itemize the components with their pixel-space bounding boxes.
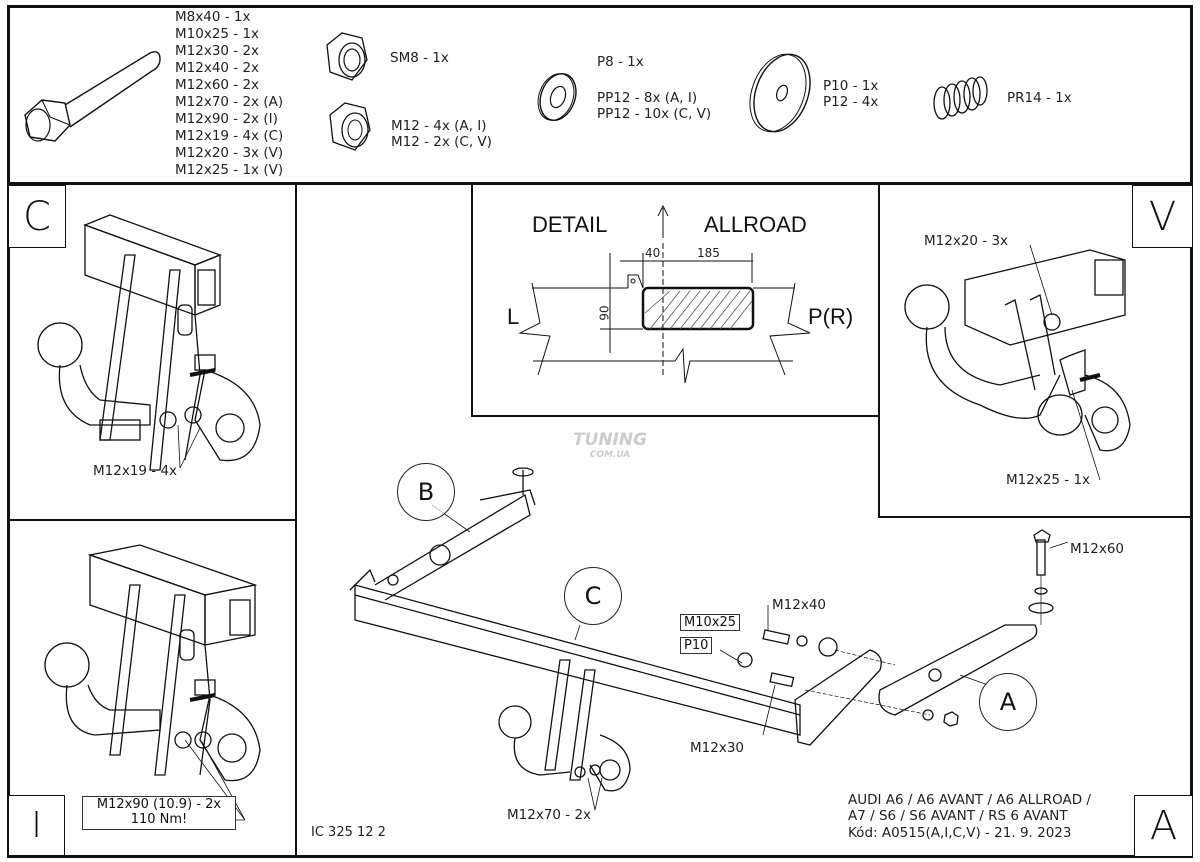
bolt-item: M12x25 - 1x (V) (175, 162, 284, 178)
towbar-i-illustration (44, 544, 261, 782)
washer-label-pp12-c: PP12 - 10x (C, V) (597, 106, 712, 122)
callout-m12x30: M12x30 (690, 740, 744, 756)
callout-m12x70: M12x70 - 2x (507, 807, 592, 823)
vehicle-line-2: A7 / S6 / S6 AVANT / RS 6 AVANT (848, 808, 1068, 824)
nut-label-1: M12 - 4x (A, I) (391, 118, 487, 134)
panel-a-letter: A (1134, 795, 1193, 857)
lock-nut-label: SM8 - 1x (390, 50, 449, 66)
part-b-label: B (397, 463, 455, 521)
bolt-item: M12x60 - 2x (175, 77, 260, 93)
nut-icon (329, 102, 371, 151)
product-code: Kód: A0515(A,I,C,V) - 21. 9. 2023 (848, 825, 1072, 841)
main-assembly-illustration (349, 467, 1069, 811)
washer-label-pp12-a: PP12 - 8x (A, I) (597, 90, 698, 106)
vehicle-line-1: AUDI A6 / A6 AVANT / A6 ALLROAD / (848, 792, 1091, 808)
towbar-c-illustration (37, 214, 261, 471)
detail-left-border (471, 184, 473, 416)
bolt-item: M12x19 - 4x (C) (175, 128, 284, 144)
large-washer-icon (749, 53, 811, 133)
panel-i-callout-torque: 110 Nm! (130, 812, 188, 827)
panel-i-callout-bolt: M12x90 (10.9) - 2x (96, 797, 222, 812)
panel-v-letter: V (1132, 185, 1193, 248)
detail-side-right: P(R) (808, 304, 854, 329)
callout-m12x60: M12x60 (1070, 541, 1124, 557)
part-c-label: C (564, 567, 622, 625)
detail-dim-40: 40 (645, 246, 661, 260)
c-i-divider (7, 519, 296, 521)
towbar-v-illustration (904, 244, 1131, 481)
bolt-item: M12x70 - 2x (A) (175, 94, 284, 110)
detail-side-left: L (507, 304, 520, 329)
detail-title-right: ALLROAD (704, 212, 807, 237)
detail-title-left: DETAIL (532, 212, 608, 237)
small-washer-icon (537, 73, 577, 121)
panel-i-callout: M12x90 (10.9) - 2x 110 Nm! (82, 796, 236, 830)
watermark-brand: TUNING (572, 430, 648, 450)
panel-v-callout-bottom: M12x25 - 1x (1006, 472, 1091, 488)
bolt-item: M12x40 - 2x (175, 60, 260, 76)
large-washer-label-p10: P10 - 1x (823, 78, 879, 94)
callout-p10: P10 (680, 637, 713, 654)
lock-nut-icon (326, 32, 368, 81)
washer-label-p8: P8 - 1x (597, 54, 644, 70)
v-left-border (878, 184, 880, 517)
part-a-label: A (979, 673, 1037, 731)
large-washer-label-p12: P12 - 4x (823, 94, 879, 110)
bolt-item: M12x90 - 2x (I) (175, 111, 278, 127)
detail-section-drawing (518, 204, 811, 384)
panel-c-callout: M12x19 - 4x (93, 463, 178, 479)
parts-divider (7, 182, 1193, 185)
panel-v-callout-top: M12x20 - 3x (924, 233, 1009, 249)
detail-bottom-border (471, 415, 879, 417)
bolt-icon (24, 51, 161, 142)
callout-m10x25: M10x25 (680, 614, 740, 631)
callout-m12x40: M12x40 (772, 597, 826, 613)
panel-i-letter: I (8, 795, 65, 856)
spring-icon (933, 76, 988, 120)
v-bottom-border (878, 516, 1193, 518)
tuning-watermark: TUNING COM.UA (570, 430, 650, 460)
bolt-item: M10x25 - 1x (175, 26, 260, 42)
callout-leader-c (177, 424, 201, 469)
detail-dim-185: 185 (697, 246, 720, 260)
bolt-item: M12x30 - 2x (175, 43, 260, 59)
detail-dim-90: 90 (597, 305, 612, 321)
nut-label-2: M12 - 2x (C, V) (391, 134, 492, 150)
drawing-code: IC 325 12 2 (311, 825, 386, 840)
drawing-frame (7, 5, 1193, 858)
bolt-item: M12x20 - 3x (V) (175, 145, 284, 161)
watermark-domain: COM.UA (589, 450, 631, 460)
panel-c-letter: C (8, 185, 66, 248)
bolt-item: M8x40 - 1x (175, 9, 251, 25)
spring-label: PR14 - 1x (1007, 90, 1072, 106)
